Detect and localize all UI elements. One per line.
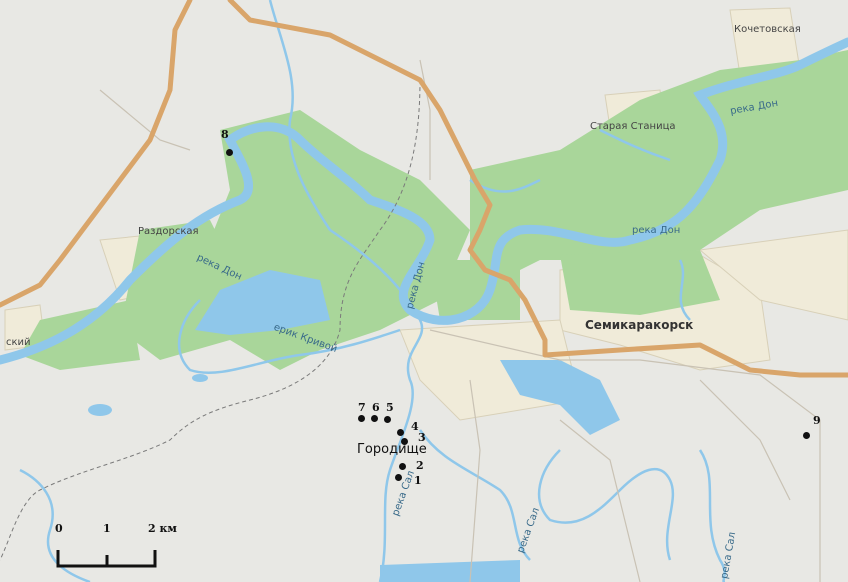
river-channels bbox=[19, 0, 726, 582]
lakes bbox=[88, 270, 620, 582]
site-number-1: 1 bbox=[414, 474, 422, 487]
place-razdorskaya: Раздорская bbox=[138, 226, 199, 237]
admin-boundary bbox=[0, 79, 421, 561]
site-number-9: 9 bbox=[813, 414, 821, 427]
place-semikarakorsk: Семикаракорск bbox=[585, 318, 694, 332]
place-staraya-stanitsa: Старая Станица bbox=[590, 121, 676, 132]
site-number-3: 3 bbox=[418, 431, 426, 444]
scale-label-two: 2 км bbox=[148, 522, 177, 535]
place-left-edge: ский bbox=[6, 337, 31, 348]
scale-label-one: 1 bbox=[103, 522, 111, 535]
site-marker-8[interactable] bbox=[226, 149, 233, 156]
site-marker-3[interactable] bbox=[401, 438, 408, 445]
place-gorodishche: Городище bbox=[357, 442, 427, 457]
site-marker-5[interactable] bbox=[384, 416, 391, 423]
place-kochetovskaya: Кочетовская bbox=[734, 24, 801, 35]
site-number-2: 2 bbox=[416, 459, 424, 472]
site-number-7: 7 bbox=[358, 401, 366, 414]
scale-label-zero: 0 bbox=[55, 522, 63, 535]
site-marker-1[interactable] bbox=[395, 474, 402, 481]
site-marker-7[interactable] bbox=[358, 415, 365, 422]
site-number-5: 5 bbox=[386, 401, 394, 414]
minor-roads bbox=[99, 59, 821, 582]
site-number-4: 4 bbox=[411, 420, 419, 433]
site-marker-2[interactable] bbox=[399, 463, 406, 470]
river-label-don-2: река Дон bbox=[632, 225, 681, 236]
site-marker-4[interactable] bbox=[397, 429, 404, 436]
site-marker-6[interactable] bbox=[371, 415, 378, 422]
site-number-6: 6 bbox=[372, 401, 380, 414]
main-roads bbox=[0, 0, 848, 378]
river-don bbox=[0, 37, 848, 365]
site-marker-9[interactable] bbox=[803, 432, 810, 439]
site-number-8: 8 bbox=[221, 128, 229, 141]
